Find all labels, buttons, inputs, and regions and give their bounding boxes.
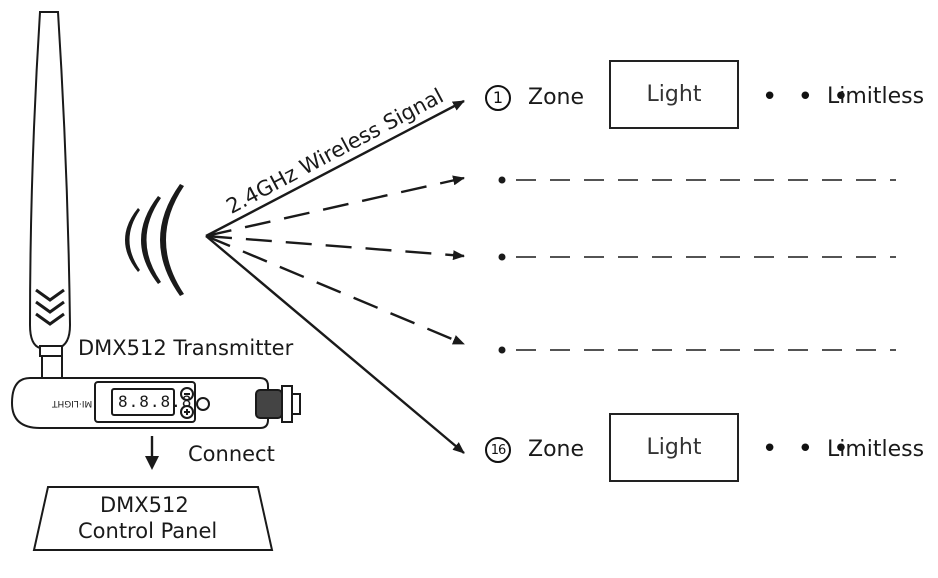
arrow-zone-16 (205, 235, 465, 454)
signal-arrows (205, 99, 465, 454)
limitless-label: Limitless (827, 437, 925, 462)
transmitter-brand: MI·LIGHT (52, 398, 93, 408)
transmitter-display: 8.8.8.8 (118, 392, 193, 411)
ellipsis: • • • (762, 82, 855, 112)
light-box: Light (609, 60, 739, 129)
wireless-wave-icon (125, 184, 184, 296)
transmitter-label: DMX512 Transmitter (78, 336, 294, 360)
zone-number-badge: 16 (485, 437, 511, 463)
control-panel-shape (32, 486, 274, 551)
zone-placeholder-rows (498, 176, 896, 354)
panel-subtitle: Control Panel (78, 519, 218, 543)
zone-label: Zone (528, 437, 585, 462)
zone-number-badge: 1 (485, 85, 511, 111)
connect-label: Connect (188, 442, 275, 466)
connect-arrow (145, 436, 159, 470)
panel-title: DMX512 (100, 493, 189, 517)
light-box: Light (609, 413, 739, 482)
antenna-icon (28, 11, 72, 379)
arrow-zone-dash-2 (205, 234, 465, 261)
arrow-zone-1 (205, 99, 465, 238)
arrow-zone-dash-1 (205, 175, 465, 238)
limitless-label: Limitless (827, 84, 925, 109)
arrow-zone-dash-3 (205, 234, 465, 346)
zone-label: Zone (528, 85, 585, 110)
transmitter-device (10, 377, 301, 429)
ellipsis: • • • (762, 434, 855, 464)
